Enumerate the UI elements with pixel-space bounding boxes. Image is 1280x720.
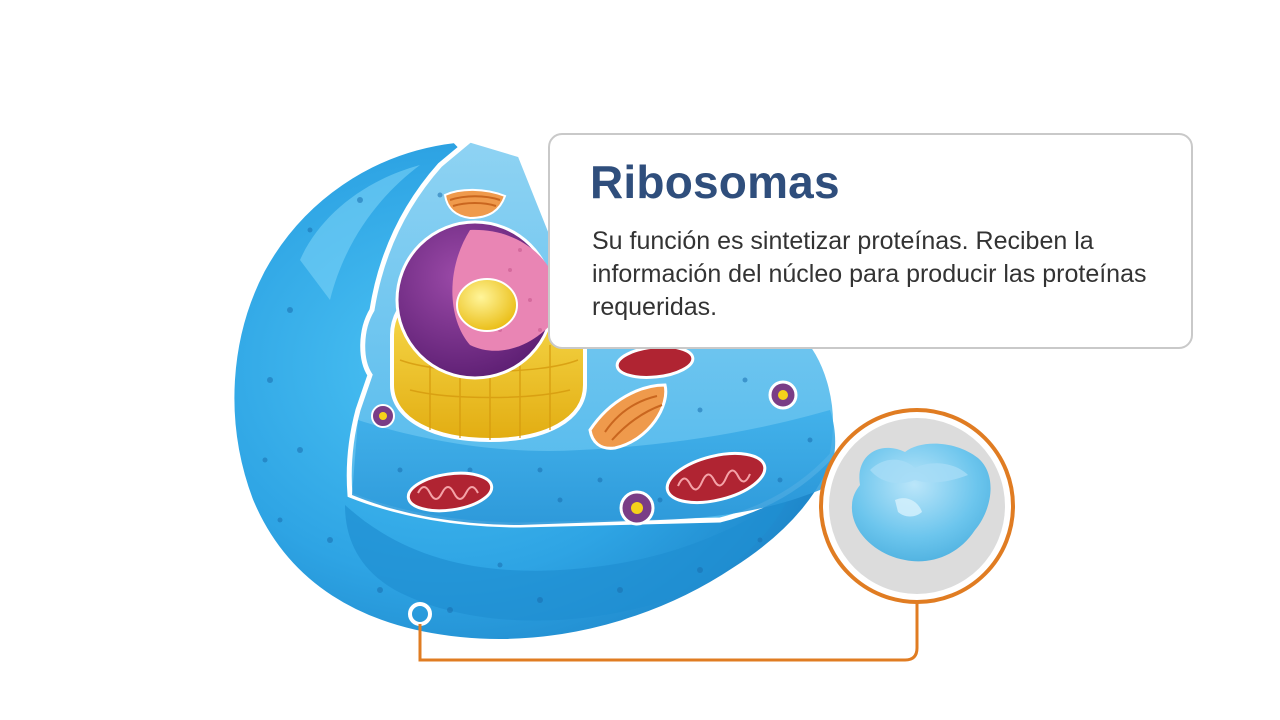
info-card: Ribosomas Su función es sintetizar prote… xyxy=(548,133,1193,349)
organelle-title: Ribosomas xyxy=(590,156,840,208)
organelle-description: Su función es sintetizar proteínas. Reci… xyxy=(592,227,1147,321)
animal-cell-illustration xyxy=(228,136,844,645)
connector-line xyxy=(418,596,919,662)
ribosome-zoom-icon xyxy=(819,408,1015,604)
